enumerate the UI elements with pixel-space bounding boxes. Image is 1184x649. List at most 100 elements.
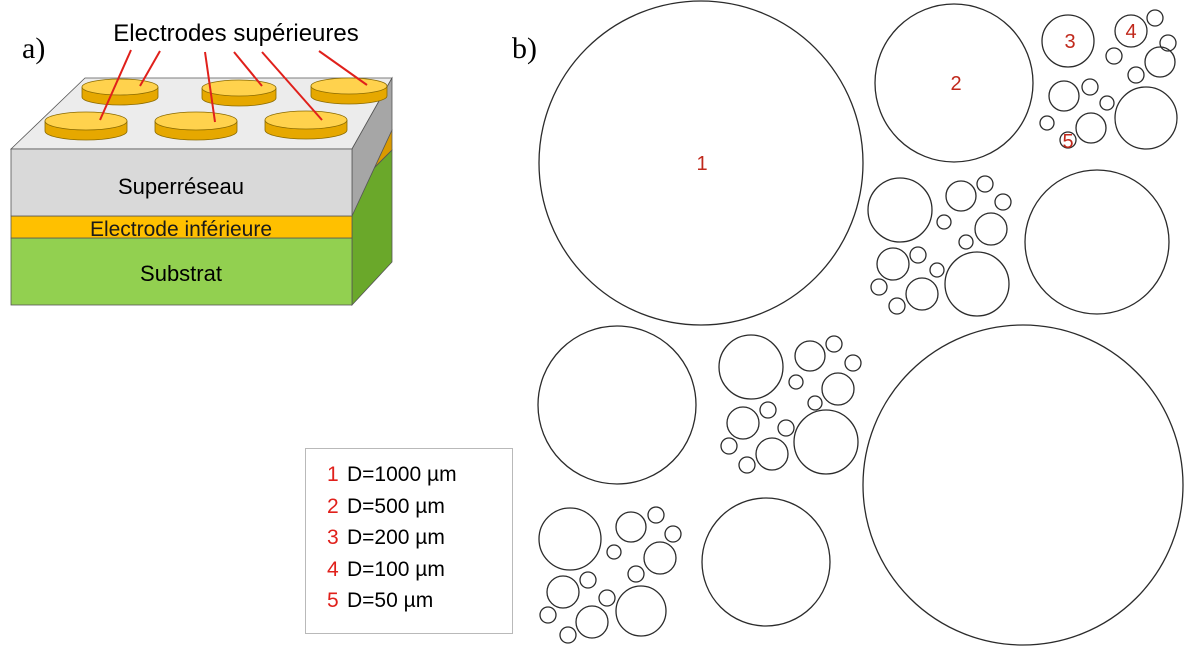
legend-number: 2 <box>327 494 339 518</box>
electrode-circle <box>909 246 927 264</box>
legend-text: D=1000 µm <box>347 463 457 486</box>
substrate-front <box>10 237 353 306</box>
circle-number-2: 2 <box>950 73 961 95</box>
electrode-circle <box>1127 66 1145 84</box>
electrode-circle <box>647 506 665 524</box>
electrode-circle <box>579 571 597 589</box>
top-electrode <box>310 77 388 105</box>
electrode-circle <box>825 335 843 353</box>
electrode-circle <box>794 340 826 372</box>
electrode-circle <box>1024 169 1170 315</box>
electrode-circle <box>807 395 823 411</box>
bottom-electrode-label: Electrode inférieure <box>90 218 272 241</box>
electrode-circle <box>1048 80 1080 112</box>
electrode-circle <box>888 297 906 315</box>
electrode-circle <box>936 214 952 230</box>
electrode-circle <box>1105 47 1123 65</box>
panel-b: b) <box>512 0 1184 646</box>
top-electrode <box>201 79 277 107</box>
electrode-circle <box>974 212 1008 246</box>
panel-a-label: a) <box>22 32 45 65</box>
legend-item: 4 D=100 µm <box>306 554 512 586</box>
electrode-circle <box>575 605 609 639</box>
electrode-circle <box>627 565 645 583</box>
electrode-circle <box>606 544 622 560</box>
electrode-circle <box>867 177 933 243</box>
legend-number: 5 <box>327 589 339 612</box>
electrode-circle <box>539 606 557 624</box>
electrode-circle <box>755 437 789 471</box>
electrode-circle <box>944 251 1010 317</box>
circle-number-1: 1 <box>696 153 707 175</box>
electrode-circle <box>793 409 859 475</box>
electrode-circle <box>1114 14 1148 48</box>
leader-line <box>99 49 132 121</box>
electrode-circle <box>718 334 784 400</box>
electrode-circle <box>720 437 738 455</box>
panel-a: a) Electrodes supérieures Substrat Elect… <box>10 20 393 307</box>
electrode-circle <box>1114 86 1178 150</box>
electrode-circle <box>664 525 682 543</box>
electrode-circle <box>874 3 1034 163</box>
electrode-circle <box>546 575 580 609</box>
top-electrodes-label: Electrodes supérieures <box>113 20 358 47</box>
electrode-circle <box>1146 9 1164 27</box>
electrode-circle <box>701 497 831 627</box>
leader-line <box>261 51 323 121</box>
electrode-circle <box>1159 34 1177 52</box>
legend-number: 1 <box>327 463 339 486</box>
superlattice-front-face <box>10 148 353 217</box>
circle-number-3: 3 <box>1064 31 1075 53</box>
circle-number-4: 4 <box>1125 21 1136 43</box>
electrode-circle <box>598 589 616 607</box>
electrode-circle <box>905 277 939 311</box>
electrode-circle <box>615 585 667 637</box>
legend-number: 4 <box>327 557 339 581</box>
electrode-circle <box>538 507 602 571</box>
electrode-circle <box>1075 112 1107 144</box>
electrode-circle <box>538 0 864 326</box>
electrode-circle <box>1099 95 1115 111</box>
electrode-circle <box>537 325 697 485</box>
legend-text: D=100 µm <box>347 557 445 581</box>
electrode-circle <box>777 419 795 437</box>
leader-line <box>233 51 263 87</box>
electrode-circle <box>1081 78 1099 96</box>
electrode-circle <box>615 511 647 543</box>
electrode-circle <box>559 626 577 644</box>
electrode-circle <box>862 324 1184 646</box>
electrode-circle <box>844 354 862 372</box>
electrode-circle <box>870 278 888 296</box>
leader-line <box>318 50 368 86</box>
electrode-circle <box>821 372 855 406</box>
top-electrode <box>81 78 159 106</box>
top-electrode <box>44 111 128 141</box>
electrode-circle <box>1144 46 1176 78</box>
electrode-circle <box>726 406 760 440</box>
legend-item: 5 D=50 µm <box>306 585 512 617</box>
electrode-circle <box>945 180 977 212</box>
top-electrode <box>154 111 238 141</box>
panel-b-label: b) <box>512 32 537 65</box>
electrode-mask <box>537 0 1184 646</box>
electrode-circle <box>1039 115 1055 131</box>
superlattice-label: Superréseau <box>118 174 244 199</box>
electrode-circle <box>788 374 804 390</box>
legend-item: 1 D=1000 µm <box>306 459 512 491</box>
legend-text: D=50 µm <box>347 589 434 612</box>
electrode-circle <box>738 456 756 474</box>
electrode-circle <box>1041 14 1095 68</box>
electrode-circle <box>976 175 994 193</box>
legend-number: 3 <box>327 526 339 549</box>
circle-number-5: 5 <box>1062 131 1073 153</box>
circle-numbers: 1 2 3 4 5 <box>696 21 1136 175</box>
electrode-circle <box>643 541 677 575</box>
electrode-circle <box>929 262 945 278</box>
electrode-circle <box>994 193 1012 211</box>
leader-line <box>139 50 161 87</box>
electrode-circle <box>1059 131 1077 149</box>
